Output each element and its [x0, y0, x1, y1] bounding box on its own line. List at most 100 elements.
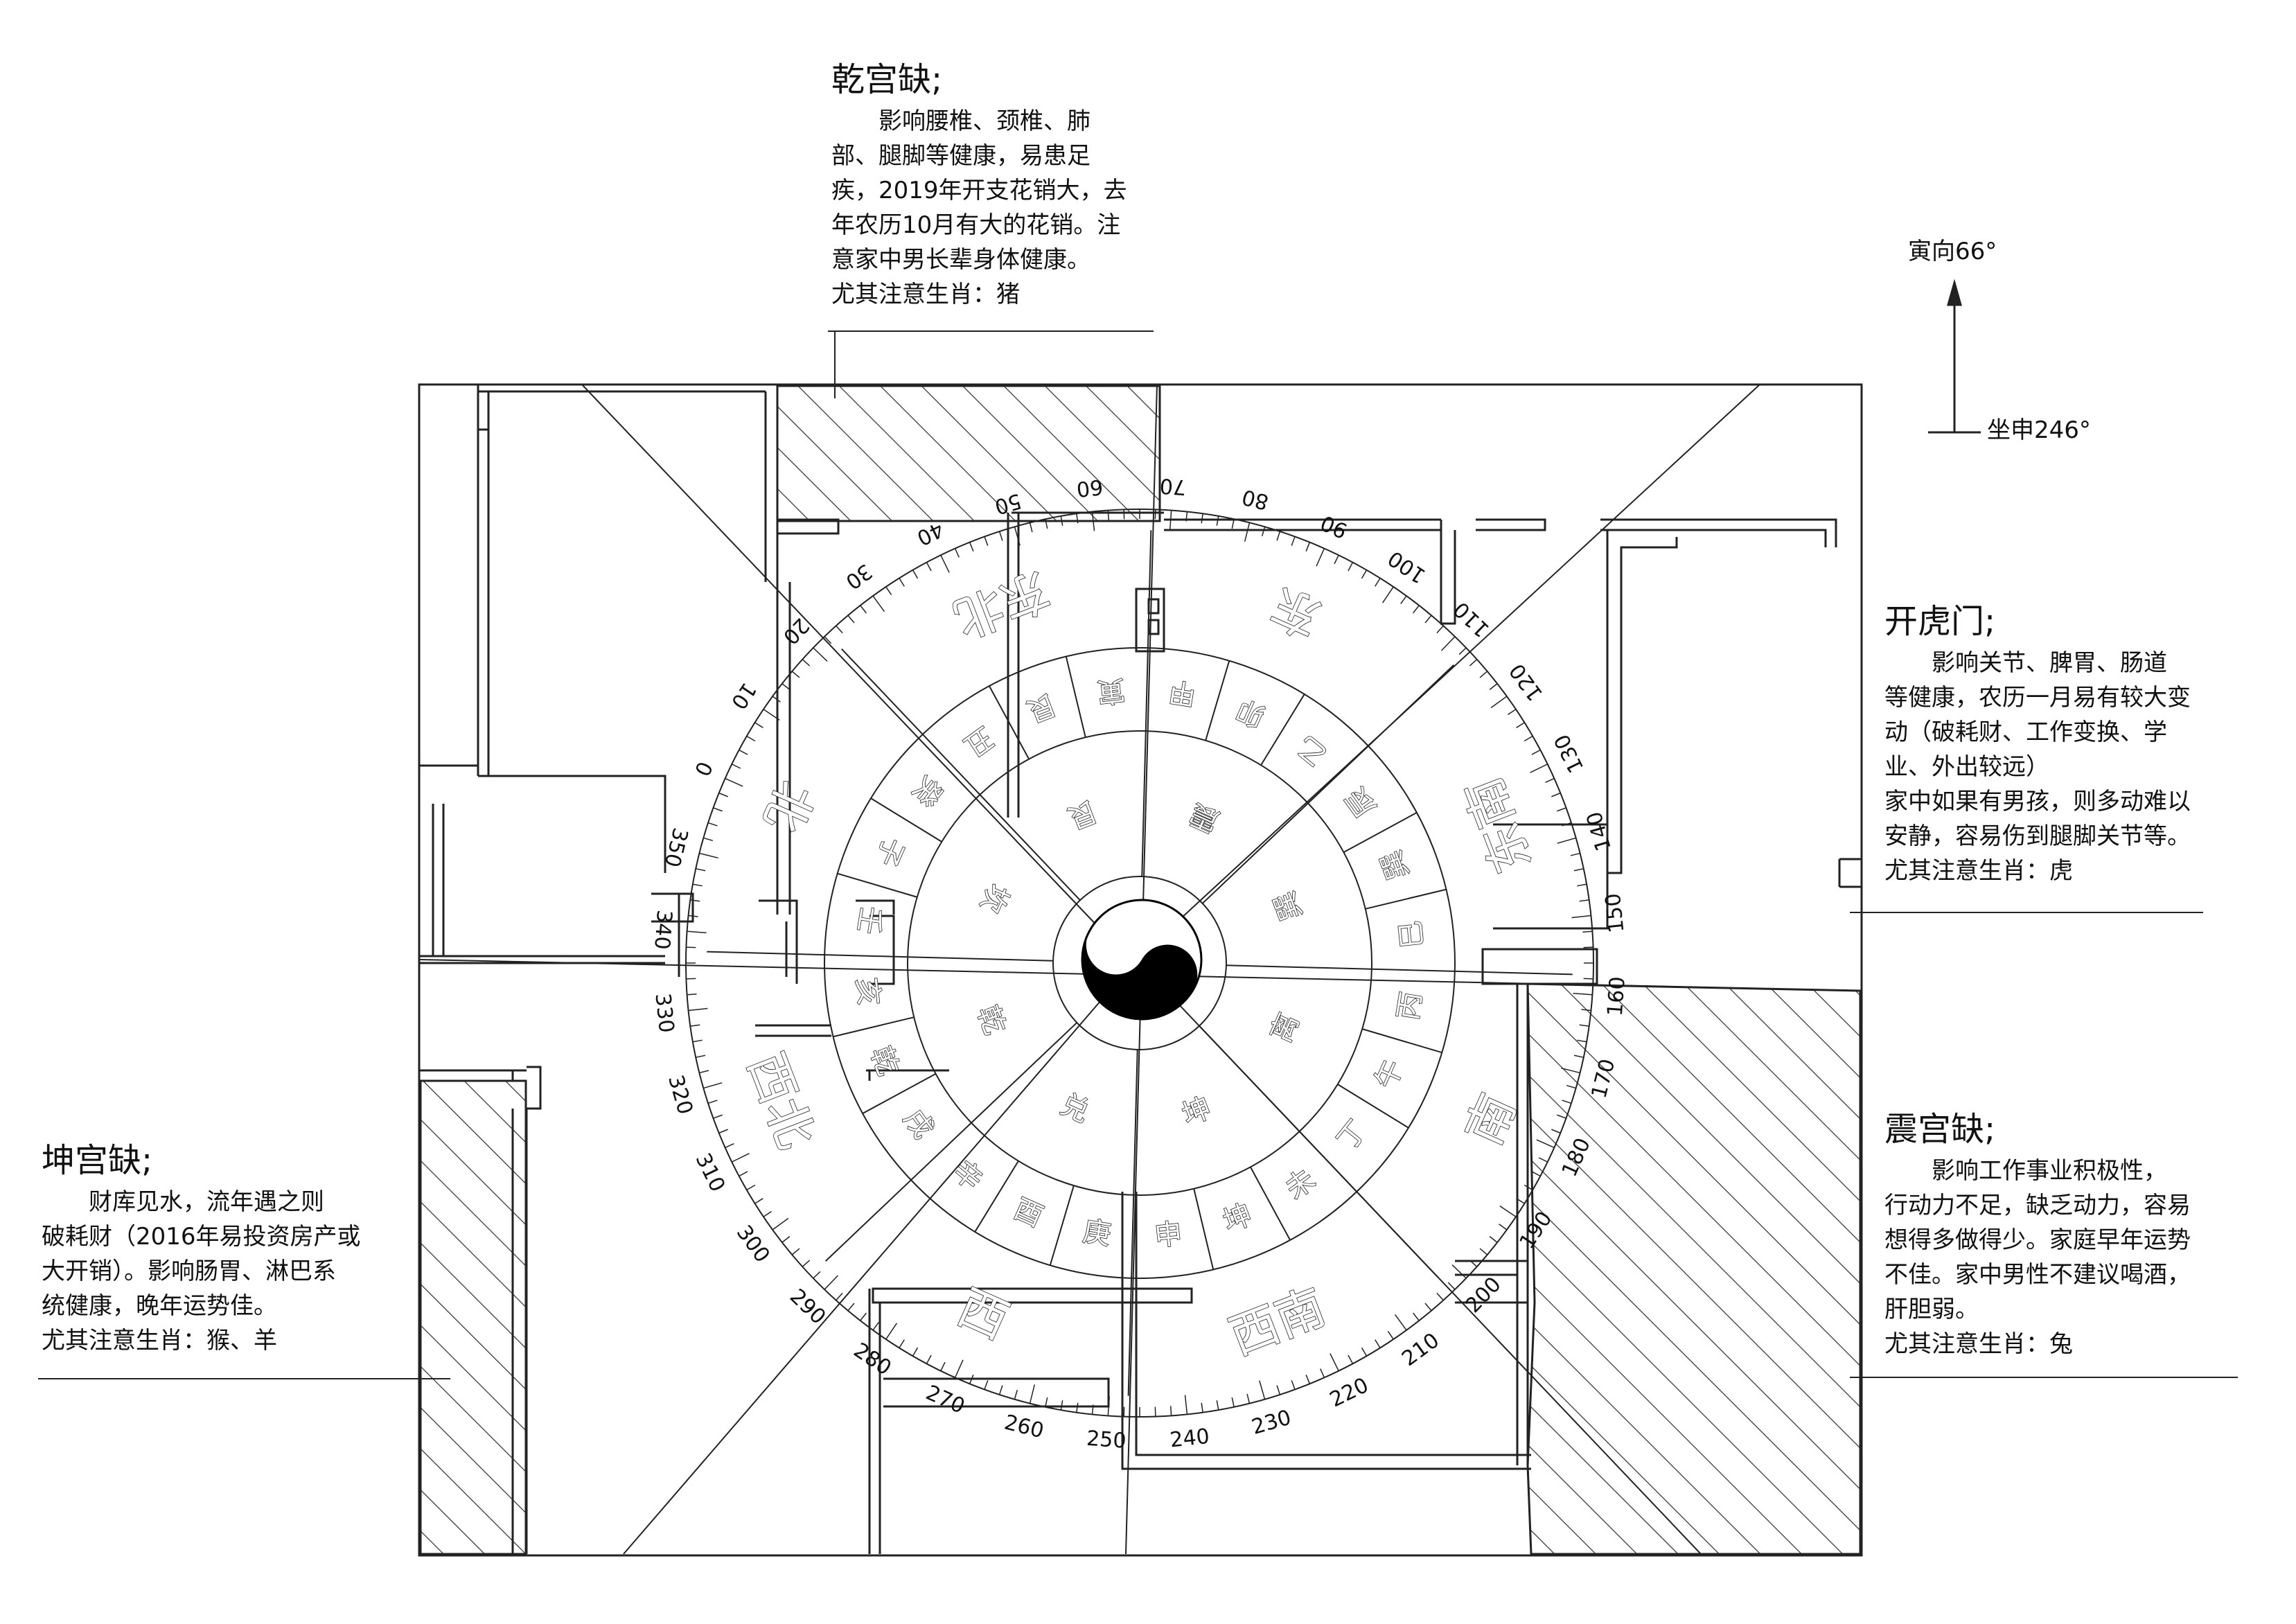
- degree-tick: [1551, 1129, 1561, 1134]
- trigram-label: 离: [1265, 1009, 1305, 1047]
- mountain-divider: [833, 1016, 915, 1038]
- direction-divider: [1127, 1278, 1133, 1396]
- degree-label: 270: [922, 1381, 969, 1419]
- degree-tick: [746, 1184, 756, 1191]
- trigram-label: 兑: [1056, 1088, 1094, 1129]
- degree-label: 10: [726, 678, 761, 714]
- mountain-label: 丁: [1332, 1115, 1374, 1156]
- degree-tick: [1305, 1375, 1311, 1384]
- degree-tick: [713, 1114, 723, 1119]
- note-zhen-line: 想得多做得少。家庭早年运势: [1884, 1226, 2191, 1254]
- degree-tick: [1571, 915, 1591, 919]
- degree-tick: [1305, 542, 1311, 551]
- degree-tick: [1231, 1397, 1235, 1407]
- degree-tick: [1259, 1380, 1266, 1400]
- degree-tick: [1436, 625, 1444, 634]
- degree-tick: [1201, 1402, 1203, 1413]
- mountain-divider: [910, 1122, 972, 1181]
- mountain-divider: [989, 685, 1030, 760]
- compass-ticks: [686, 509, 1593, 1417]
- mountain-divider: [862, 1073, 937, 1114]
- mountain-label: 艮: [1023, 688, 1061, 727]
- note-zhen: 震宫缺; 影响工作事业积极性， 行动力不足，缺乏动力，容易 想得多做得少。家庭早…: [1884, 1105, 2272, 1361]
- mountain-divider: [1065, 656, 1086, 738]
- degree-tick: [1531, 1171, 1541, 1177]
- degree-tick: [731, 1153, 750, 1163]
- degree-tick: [1489, 683, 1498, 690]
- degree-label: 150: [1601, 892, 1630, 935]
- degree-tick: [860, 1312, 867, 1321]
- mountain-divider: [1298, 1131, 1357, 1192]
- compass-mountain-ring: [907, 730, 1372, 1196]
- wall-lines: [419, 385, 1862, 1554]
- degree-tick: [1060, 515, 1063, 526]
- degree-tick: [885, 586, 892, 596]
- degree-tick: [781, 683, 791, 690]
- trigram-divider: [908, 956, 1054, 962]
- note-kaihu-line: 动（破耗财、工作变换、学: [1884, 718, 2167, 746]
- trigram-divider: [979, 794, 1081, 901]
- degree-tick: [926, 1354, 932, 1364]
- direction-divider: [824, 1179, 912, 1262]
- trigram-label: 震: [1185, 797, 1224, 838]
- direction-label: 东北: [946, 561, 1057, 648]
- degree-tick: [1562, 822, 1572, 827]
- degree-tick: [1573, 992, 1593, 996]
- degree-tick: [1045, 1397, 1048, 1407]
- note-kun-line: 统健康，晚年运势佳。: [42, 1292, 277, 1320]
- degree-tick: [739, 1171, 748, 1177]
- mountain-divider: [824, 954, 908, 958]
- note-kaihu-line: 尤其注意生肖：虎: [1884, 857, 2073, 885]
- degree-tick: [912, 1347, 919, 1357]
- direction-label: 东: [1262, 576, 1330, 647]
- degree-tick: [718, 1129, 728, 1134]
- degree-tick: [836, 625, 843, 634]
- degree-tick: [703, 1082, 723, 1089]
- degree-tick: [746, 735, 756, 742]
- degree-tick: [781, 1236, 791, 1243]
- degree-tick: [1458, 647, 1467, 655]
- direction-label: 北: [752, 773, 824, 840]
- degree-tick: [1291, 1380, 1296, 1390]
- degree-tick: [1060, 1400, 1063, 1411]
- degree-tick: [1185, 511, 1188, 522]
- degree-tick: [1348, 1354, 1354, 1364]
- degree-tick: [1381, 586, 1394, 603]
- degree-tick: [1573, 868, 1584, 872]
- direction-divider: [1147, 530, 1152, 648]
- degree-tick: [1566, 1084, 1576, 1089]
- degree-tick: [1029, 1384, 1036, 1404]
- degree-label: 200: [1461, 1273, 1506, 1318]
- degree-tick: [1091, 511, 1095, 531]
- degree-tick: [763, 1210, 772, 1217]
- sitting-label: 坐申246°: [1987, 416, 2091, 444]
- degree-tick: [1524, 735, 1533, 742]
- note-qian: 乾宫缺; 影响腰椎、颈椎、肺 部、腿脚等健康，易患足 疾，2019年开支花销大，…: [831, 55, 1192, 312]
- degree-tick: [1577, 883, 1587, 887]
- degree-tick: [1577, 1039, 1587, 1043]
- degree-label: 340: [649, 909, 676, 951]
- degree-tick: [731, 764, 741, 769]
- mountain-label: 午: [1370, 1055, 1410, 1093]
- mountain-divider: [1260, 694, 1305, 766]
- degree-tick: [1029, 522, 1033, 533]
- degree-tick: [1334, 554, 1339, 565]
- direction-divider: [1454, 970, 1573, 976]
- degree-tick: [1320, 1368, 1325, 1378]
- note-qian-line: 疾，2019年开支花销大，去: [831, 177, 1127, 204]
- degree-tick: [926, 562, 932, 572]
- zhen-missing-area: [1526, 982, 1862, 1555]
- degree-tick: [690, 899, 700, 902]
- note-zhen-line: 不佳。家中男性不建议喝酒，: [1884, 1261, 2191, 1289]
- degree-tick: [1441, 636, 1456, 651]
- trigram-label: 艮: [1064, 795, 1102, 834]
- degree-tick: [912, 570, 919, 579]
- mountain-divider: [1361, 1028, 1442, 1054]
- direction-label: 西北: [737, 1045, 825, 1156]
- mountain-label: 酉: [1009, 1193, 1048, 1233]
- note-qian-line: 年农历10月有大的花销。注: [831, 211, 1121, 239]
- degree-tick: [1184, 1395, 1188, 1415]
- note-qian-title: 乾宫缺;: [831, 60, 943, 99]
- degree-tick: [998, 531, 1003, 541]
